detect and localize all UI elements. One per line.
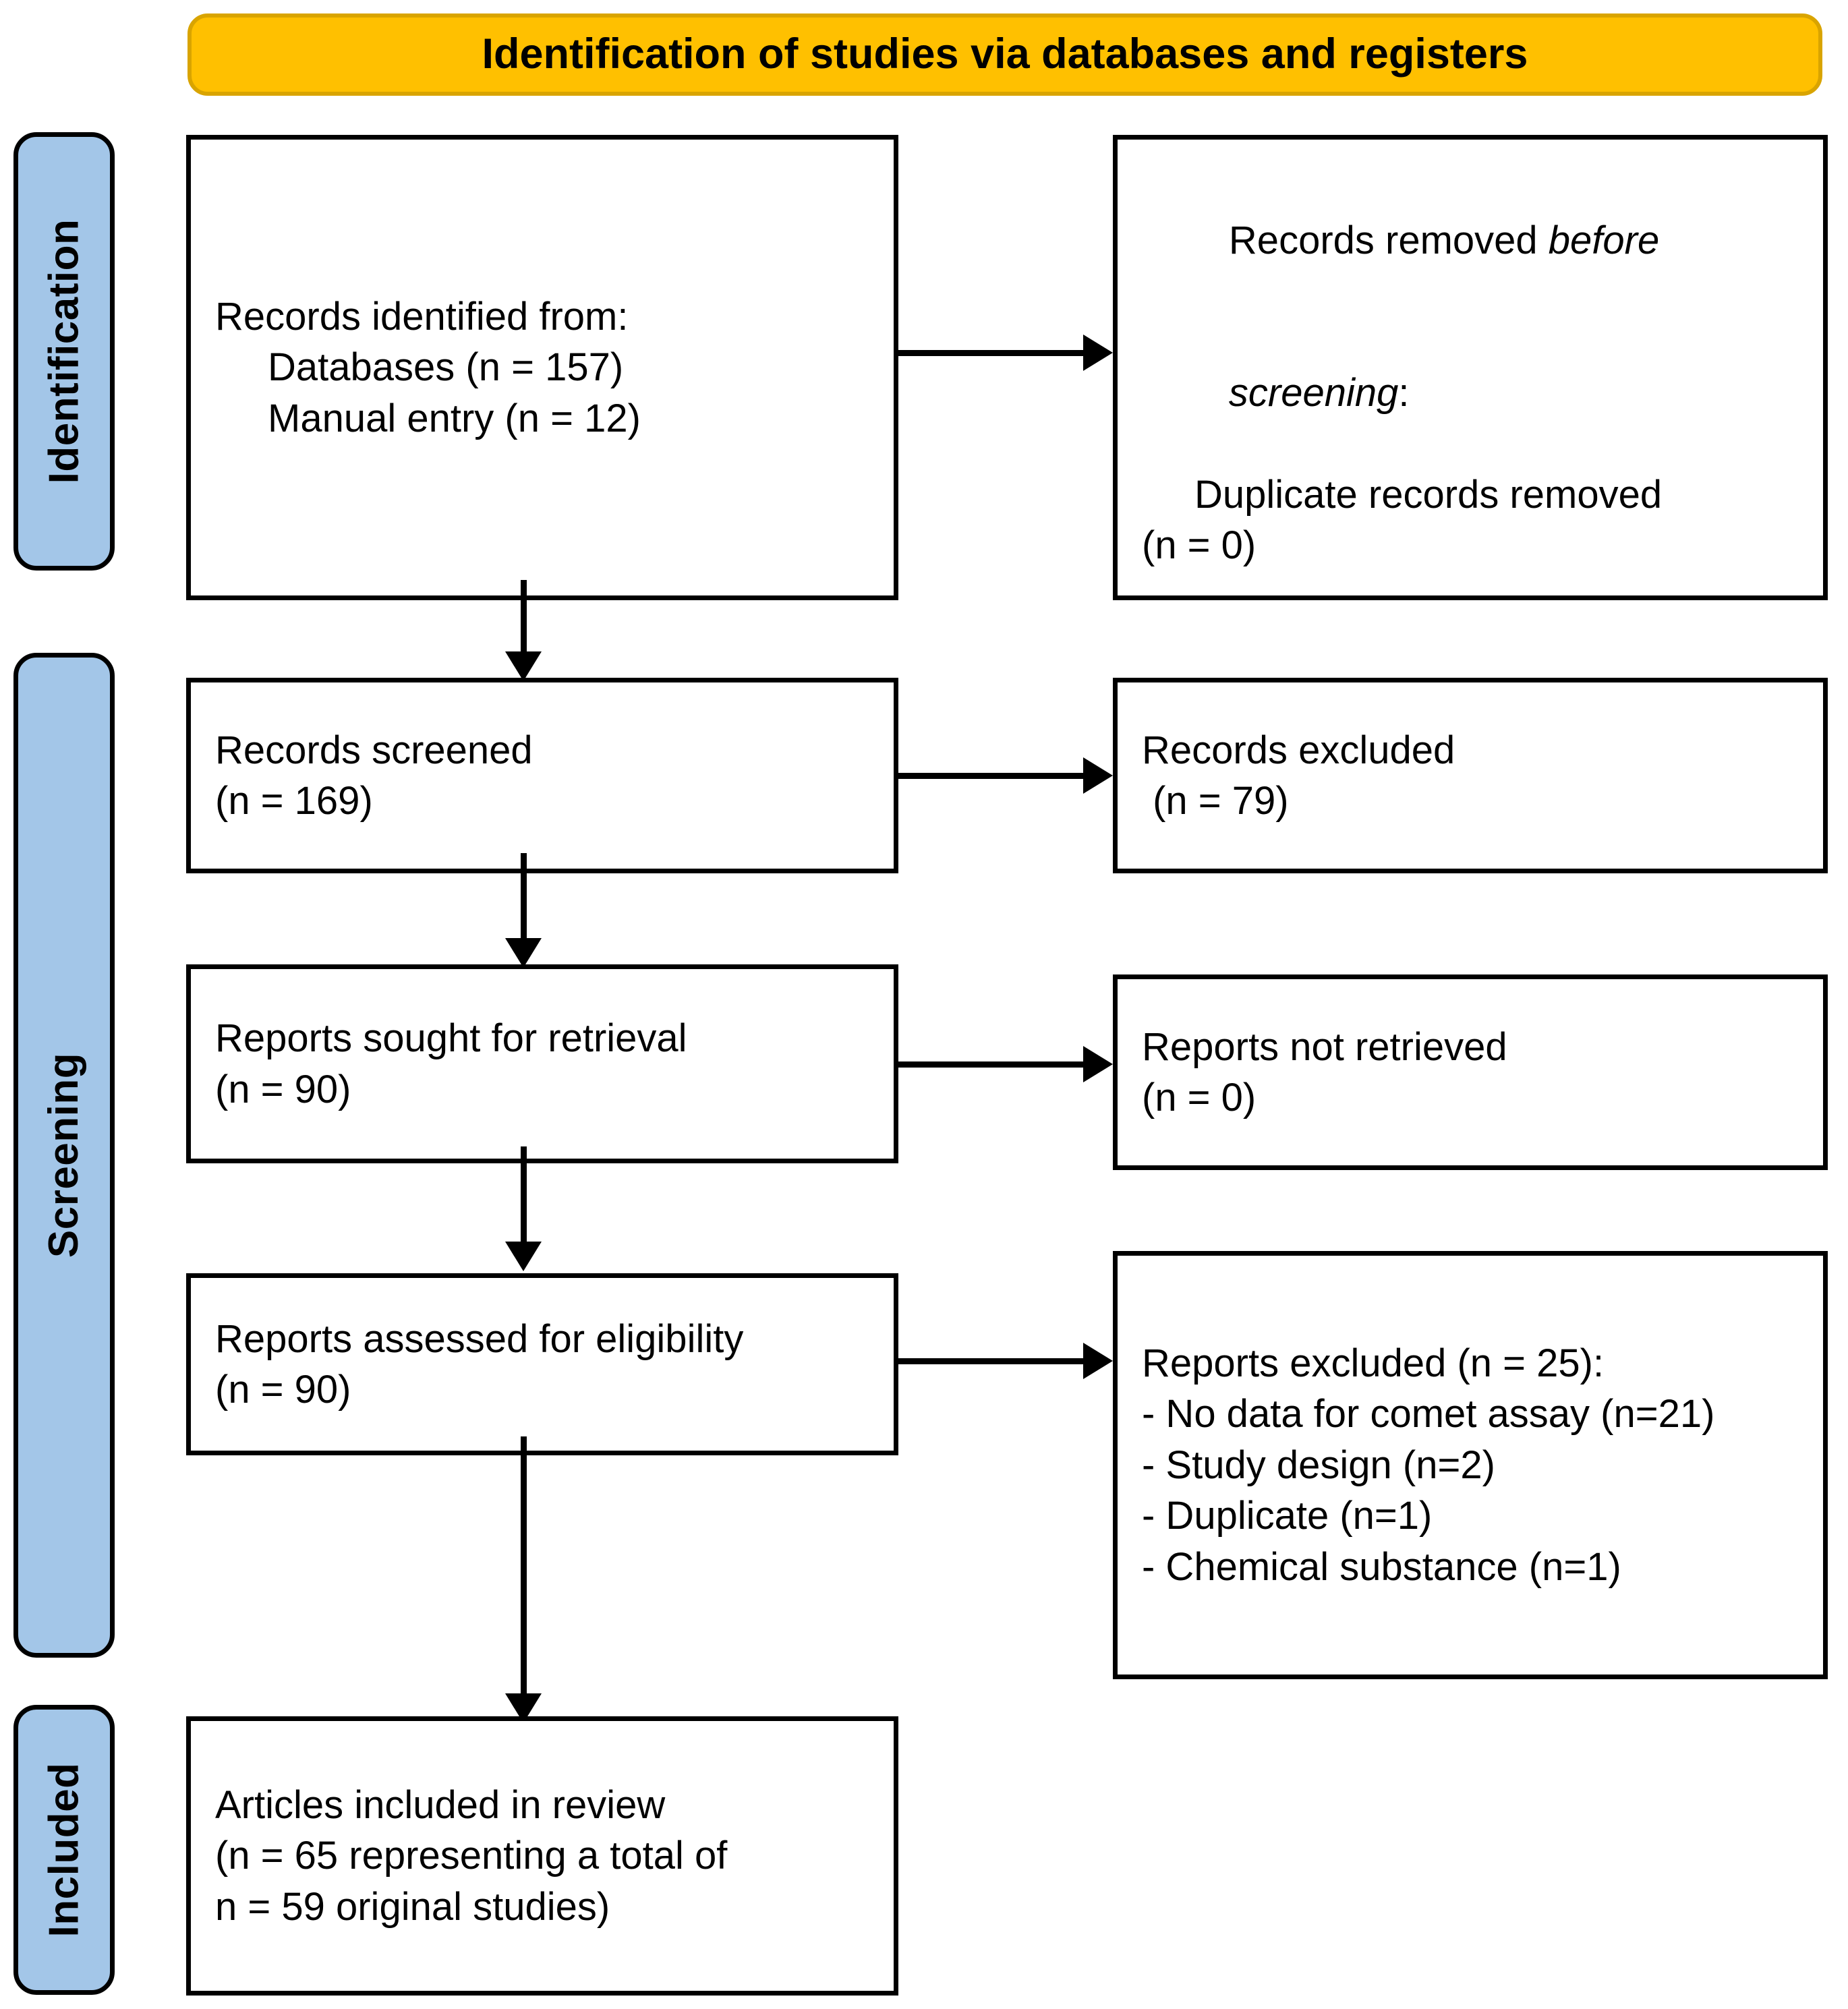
line-records-removed-3: (n = 0) <box>1142 523 1257 568</box>
box-articles-included-in-review: Articles included in review (n = 65 repr… <box>186 1716 898 1996</box>
stage-label-included: Included <box>40 1762 87 1938</box>
line-reports-not-retrieved-1: (n = 0) <box>1142 1076 1257 1119</box>
arrow-head-right-icon <box>1083 757 1113 794</box>
box-records-removed-text: Records removed before screening: Duplic… <box>1118 164 1823 571</box>
arrow-shaft <box>521 853 527 941</box>
stage-band-included: Included <box>13 1705 115 1995</box>
line-records-identified-0: Records identified from: <box>215 294 629 339</box>
diagram-header-banner: Identification of studies via databases … <box>187 13 1822 96</box>
box-records-removed-before-screening: Records removed before screening: Duplic… <box>1113 135 1828 600</box>
box-reports-excluded-text: Reports excluded (n = 25): - No data for… <box>1118 1338 1823 1592</box>
arrow-shaft <box>898 1061 1087 1068</box>
arrow-screened-to-excluded <box>898 757 1113 794</box>
box-reports-not-retrieved-text: Reports not retrieved (n = 0) <box>1118 1022 1823 1124</box>
line-records-removed-2: Duplicate records removed <box>1194 472 1663 517</box>
line-records-screened-1: (n = 169) <box>215 779 373 823</box>
line-articles-included-1: (n = 65 representing a total of <box>215 1834 728 1878</box>
box-records-screened: Records screened (n = 169) <box>186 678 898 873</box>
stage-band-screening: Screening <box>13 653 115 1658</box>
arrow-head-down-icon <box>505 651 542 681</box>
arrow-head-down-icon <box>505 1242 542 1271</box>
box-reports-assessed-text: Reports assessed for eligibility (n = 90… <box>191 1314 894 1416</box>
arrow-shaft <box>898 1358 1087 1364</box>
arrow-assessed-to-included <box>504 1436 542 1723</box>
stage-label-identification: Identification <box>40 219 87 484</box>
box-reports-sought-text: Reports sought for retrieval (n = 90) <box>191 1013 894 1115</box>
line-reports-assessed-1: (n = 90) <box>215 1368 351 1411</box>
arrow-shaft <box>521 1436 527 1696</box>
italic-screening: screening <box>1228 371 1399 415</box>
box-records-identified-text: Records identified from: Databases (n = … <box>191 291 894 444</box>
box-records-identified: Records identified from: Databases (n = … <box>186 135 898 600</box>
stage-band-identification: Identification <box>13 132 115 571</box>
line-reports-excluded-reason-3: - Duplicate (n=1) <box>1142 1494 1433 1538</box>
box-reports-sought-for-retrieval: Reports sought for retrieval (n = 90) <box>186 964 898 1163</box>
arrow-shaft <box>521 580 527 654</box>
line-records-removed-1: screening: <box>1228 371 1410 415</box>
line-reports-excluded-reason-1: - No data for comet assay (n=21) <box>1142 1392 1715 1436</box>
arrow-head-down-icon <box>505 938 542 968</box>
line-records-excluded-0: Records excluded <box>1142 728 1455 772</box>
box-reports-excluded-with-reasons: Reports excluded (n = 25): - No data for… <box>1113 1251 1828 1679</box>
box-records-excluded-text: Records excluded (n = 79) <box>1118 725 1823 827</box>
line-reports-excluded-0: Reports excluded (n = 25): <box>1142 1341 1605 1386</box>
box-reports-not-retrieved: Reports not retrieved (n = 0) <box>1113 974 1828 1170</box>
box-records-screened-text: Records screened (n = 169) <box>191 725 894 827</box>
line-records-excluded-1: (n = 79) <box>1142 779 1289 823</box>
line-reports-sought-1: (n = 90) <box>215 1067 351 1111</box>
line-records-identified-2: Manual entry (n = 12) <box>268 396 641 440</box>
arrow-head-right-icon <box>1083 1046 1113 1082</box>
arrow-head-right-icon <box>1083 334 1113 371</box>
arrow-assessed-to-reports-excluded <box>898 1342 1113 1380</box>
arrow-shaft <box>898 773 1087 779</box>
stage-label-screening: Screening <box>40 1052 87 1258</box>
arrow-shaft <box>898 350 1087 356</box>
line-reports-excluded-reason-2: - Study design (n=2) <box>1142 1443 1495 1487</box>
line-records-screened-0: Records screened <box>215 728 533 772</box>
arrow-identified-to-screened <box>504 580 542 681</box>
box-reports-assessed-for-eligibility: Reports assessed for eligibility (n = 90… <box>186 1273 898 1455</box>
line-records-identified-1: Databases (n = 157) <box>268 345 624 390</box>
line-reports-assessed-0: Reports assessed for eligibility <box>215 1316 744 1361</box>
arrow-head-right-icon <box>1083 1343 1113 1379</box>
line-articles-included-0: Articles included in review <box>215 1782 666 1827</box>
line-records-removed-0: Records removed before <box>1228 218 1660 262</box>
line-reports-excluded-reason-4: - Chemical substance (n=1) <box>1142 1544 1621 1589</box>
box-articles-included-text: Articles included in review (n = 65 repr… <box>191 1780 894 1932</box>
line-articles-included-2: n = 59 original studies) <box>215 1884 610 1929</box>
box-records-excluded: Records excluded (n = 79) <box>1113 678 1828 873</box>
line-reports-not-retrieved-0: Reports not retrieved <box>1142 1024 1507 1069</box>
arrow-sought-to-not-retrieved <box>898 1045 1113 1083</box>
arrow-sought-to-assessed <box>504 1146 542 1271</box>
arrow-identified-to-removed <box>898 334 1113 372</box>
arrow-shaft <box>521 1146 527 1244</box>
line-reports-sought-0: Reports sought for retrieval <box>215 1016 687 1061</box>
arrow-screened-to-sought <box>504 853 542 968</box>
diagram-title: Identification of studies via databases … <box>482 30 1528 78</box>
italic-before: before <box>1548 218 1660 262</box>
